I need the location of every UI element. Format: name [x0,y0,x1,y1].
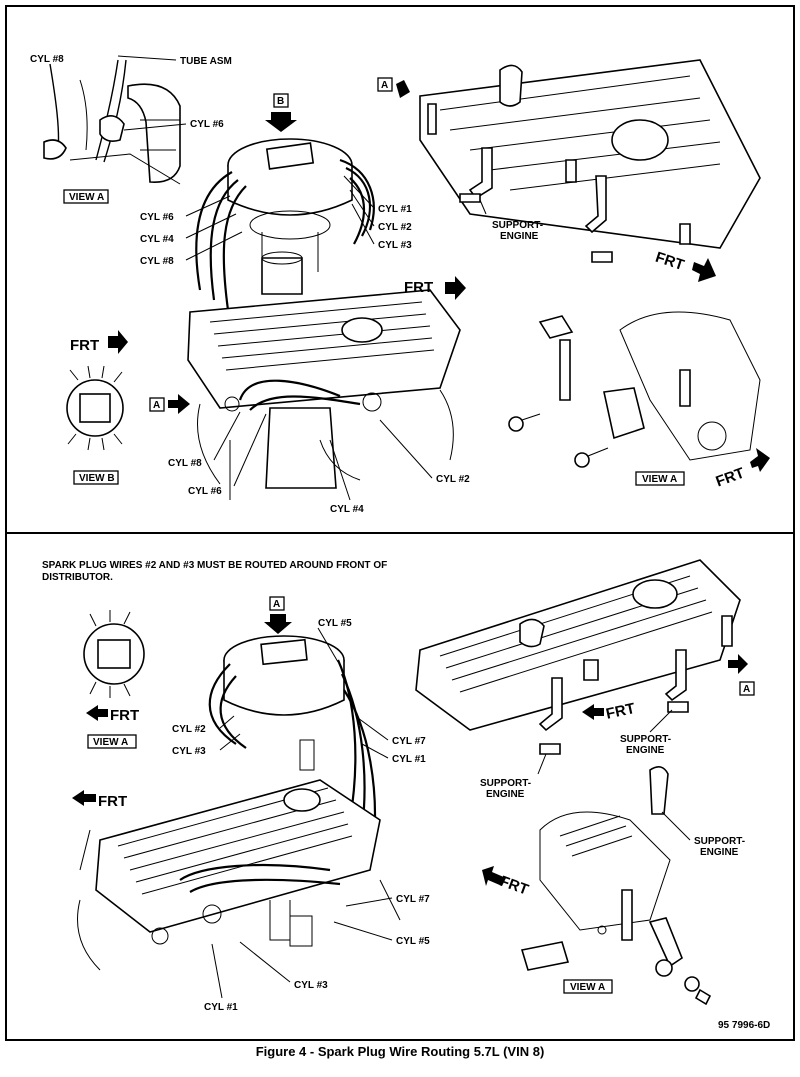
frt-view-a-arrow-icon [750,448,770,472]
cyl8-bottom-label: CYL #8 [168,458,202,469]
bottom-view-a-bracket [520,766,712,1006]
cyl8-label: CYL #8 [140,256,174,267]
frt-left-view-label: FRT [110,707,139,724]
support-b-label-2: ENGINE [626,745,665,756]
frt-bracket-arrow-icon [482,866,506,886]
view-a-label-box [63,189,109,204]
top-panel: CYL #8 TUBE ASM CYL #6 VIEW A B [30,54,770,515]
callout-a-top-box [269,596,285,611]
callout-a-right-box [377,77,393,92]
cyl8-view-label: CYL #8 [30,54,64,65]
figure-caption: Figure 4 - Spark Plug Wire Routing 5.7L … [255,1044,545,1059]
bottom-panel: SPARK PLUG WIRES #2 AND #3 MUST BE ROUTE… [42,559,770,1031]
support-engine-label-2: ENGINE [500,231,539,242]
cyl7-label: CYL #7 [392,736,426,747]
frt-right-label: FRT [653,249,686,274]
support-a-label-1: SUPPORT- [480,778,531,789]
cyl1-bottom-label: CYL #1 [204,1002,238,1013]
callout-a-left-label: A [153,400,160,411]
frt-right-arrow-icon [692,258,716,282]
frt-cover-label: FRT [604,700,636,723]
cyl1-label: CYL #1 [392,754,426,765]
cyl3-label: CYL #3 [172,746,206,757]
routing-note-line2: DISTRIBUTOR. [42,572,113,583]
down-arrow-icon [265,112,297,132]
callout-a-top-label: A [273,599,280,610]
cyl6-label: CYL #6 [140,212,174,223]
cyl6-bottom-label: CYL #6 [188,486,222,497]
view-a-bottom-label: VIEW A [570,982,605,993]
support-c-label-2: ENGINE [700,847,739,858]
down-right-arrow-icon [396,80,410,98]
cyl2-bottom-label: CYL #2 [436,474,470,485]
callout-a-right-label: A [381,80,388,91]
top-view-a-inset [43,55,187,204]
right-arrow-bottom-icon [728,654,748,674]
down-arrow-bottom-icon [264,614,292,634]
cyl3-label: CYL #3 [378,240,412,251]
top-valve-cover [419,59,761,249]
bottom-distributor [223,635,345,771]
callout-b-label: B [277,96,284,107]
right-arrow-icon [168,394,190,414]
bottom-valve-cover [415,559,741,731]
callout-a-right-bottom-box [739,681,755,696]
frt-viewb-arrow-icon [108,330,128,354]
frt-view-a-label: FRT [714,465,747,491]
frt-engine-label: FRT [404,279,433,296]
support-engine-label-1: SUPPORT- [492,220,543,231]
frt-arrow-icon [445,276,466,300]
frt-left-arrow-icon [86,705,108,721]
cyl6-view-label: CYL #6 [190,119,224,130]
callout-b [265,93,297,132]
frt-engine-arrow-icon [72,790,96,806]
frt-viewb-label: FRT [70,337,99,354]
cyl4-bottom-label: CYL #4 [330,504,364,515]
view-b-label: VIEW B [79,473,115,484]
cyl1-label: CYL #1 [378,204,412,215]
bottom-engine [77,779,401,971]
cyl2-label: CYL #2 [378,222,412,233]
support-b-label-1: SUPPORT- [620,734,671,745]
cyl7-bottom-label: CYL #7 [396,894,430,905]
callout-a-right-label: A [743,684,750,695]
cyl5-top-label: CYL #5 [318,618,352,629]
cyl4-label: CYL #4 [140,234,174,245]
tube-asm-label: TUBE ASM [180,56,232,67]
frt-bracket-label: FRT [497,873,530,899]
cyl5-bottom-label: CYL #5 [396,936,430,947]
top-distributor [227,138,353,272]
top-right-view-a [508,311,761,486]
view-a-right-label: VIEW A [642,474,677,485]
routing-note-line1: SPARK PLUG WIRES #2 AND #3 MUST BE ROUTE… [42,560,387,571]
cyl2-label: CYL #2 [172,724,206,735]
bottom-view-a-plan [83,610,145,749]
cyl3-bottom-label: CYL #3 [294,980,328,991]
frt-engine-label: FRT [98,793,127,810]
bottom-support-brackets [538,649,689,755]
frt-cover-arrow-icon [582,704,604,720]
top-engine [187,251,461,500]
view-b-diagram [66,365,124,485]
top-support-brackets [459,147,613,263]
support-c-label-1: SUPPORT- [694,836,745,847]
view-a-left-label: VIEW A [93,737,128,748]
figure-code: 95 7996-6D [718,1020,770,1031]
view-a-label: VIEW A [69,192,104,203]
callout-a-left-box [149,397,165,412]
support-a-label-2: ENGINE [486,789,525,800]
figure-border [5,5,795,1041]
